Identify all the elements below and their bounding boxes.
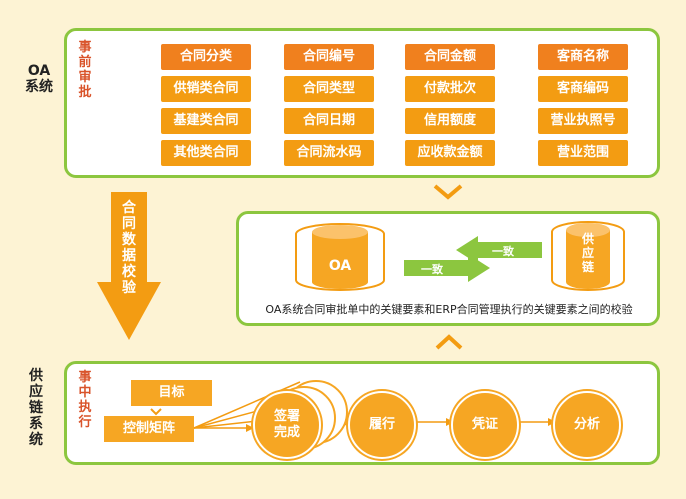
oa-database-icon <box>295 223 385 291</box>
execution-stage-label: 事 中 执 行 <box>78 370 92 430</box>
consistency-arrow-left <box>456 236 542 264</box>
table-cell: 应收款金额 <box>405 140 495 166</box>
table-header-cell: 客商名称 <box>538 44 628 70</box>
table-cell: 合同流水码 <box>284 140 374 166</box>
table-header-cell: 合同分类 <box>161 44 251 70</box>
goal-box: 目标 <box>131 380 212 406</box>
control-matrix-box: 控制矩阵 <box>104 416 194 442</box>
table-cell: 其他类合同 <box>161 140 251 166</box>
supply-chain-database-icon <box>551 221 625 291</box>
supply-system-label: 供 应 链 系 统 <box>29 368 43 448</box>
step-voucher: 凭证 <box>451 391 519 459</box>
data-validation-label: 合 同 数 据 校 验 <box>122 200 136 296</box>
data-validation-arrow <box>97 192 161 340</box>
supply-chain-database-label: 供 应 链 <box>581 232 594 274</box>
table-cell: 营业执照号 <box>538 108 628 134</box>
table-cell: 合同日期 <box>284 108 374 134</box>
chevron-up-icon <box>435 334 463 350</box>
chevron-down-icon <box>433 184 463 200</box>
table-header-cell: 合同编号 <box>284 44 374 70</box>
oa-system-label: OA 系统 <box>25 63 53 95</box>
chevron-small-down-icon <box>150 408 162 416</box>
validation-caption: OA系统合同审批单中的关键要素和ERP合同管理执行的关键要素之间的校验 <box>265 303 633 316</box>
consistency-label-bottom: 一致 <box>421 263 443 276</box>
consistency-label-top: 一致 <box>492 245 514 258</box>
table-cell: 付款批次 <box>405 76 495 102</box>
table-cell: 信用额度 <box>405 108 495 134</box>
step-analysis: 分析 <box>553 391 621 459</box>
pre-approval-stage-label: 事 前 审 批 <box>78 40 92 100</box>
table-cell: 营业范围 <box>538 140 628 166</box>
table-cell: 供销类合同 <box>161 76 251 102</box>
table-cell: 客商编码 <box>538 76 628 102</box>
step-fulfillment: 履行 <box>348 391 416 459</box>
table-cell: 合同类型 <box>284 76 374 102</box>
table-header-cell: 合同金额 <box>405 44 495 70</box>
consistency-arrow-right <box>404 254 490 282</box>
oa-database-label: OA <box>328 258 352 274</box>
table-cell: 基建类合同 <box>161 108 251 134</box>
step-signing: 签署 完成 <box>253 391 321 459</box>
